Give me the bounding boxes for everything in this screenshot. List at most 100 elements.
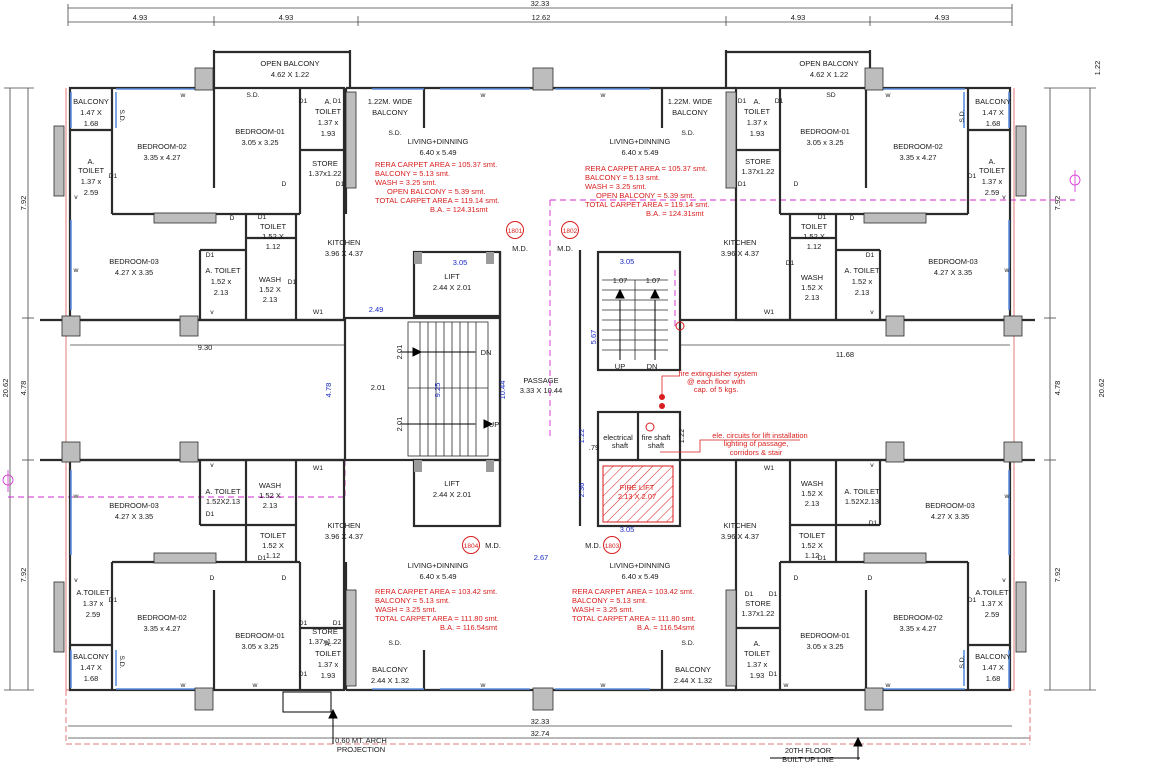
label-core-md: M.D.	[585, 541, 601, 550]
label-rera_top_right-l6: B.A. = 124.31smt	[646, 209, 705, 218]
label-rooms-a_toilet_193: 1.93	[321, 129, 336, 138]
label-rooms-a_toilet_137: 1.37 x	[318, 660, 339, 669]
label-tags-w: w	[1004, 493, 1010, 500]
label-top_dims-left_a: 4.93	[133, 13, 148, 22]
label-tags-d1: D1	[333, 620, 342, 627]
label-rooms-balcony: BALCONY	[975, 97, 1011, 106]
label-rooms-kitchen: KITCHEN	[724, 238, 757, 247]
label-rera_top_left-l1: RERA CARPET AREA = 105.37 smt.	[375, 160, 497, 169]
label-tags-d1: D1	[258, 555, 267, 562]
label-rooms-bedroom02: BEDROOM-02	[137, 142, 187, 151]
label-rooms-a_toilet_137: 1.37 x	[318, 118, 339, 127]
dim-total-top: 32.33	[531, 0, 550, 8]
label-rooms-balcony_dim: 1.47 X	[982, 108, 1004, 117]
staircase-left	[407, 321, 489, 457]
label-core_dims-d236: 2.36	[577, 483, 586, 498]
label-tags-d1: D1	[968, 173, 977, 180]
label-rera_bot_left-l2: BALCONY = 5.13 smt.	[375, 596, 450, 605]
label-rooms-store: STORE	[745, 599, 771, 608]
label-core_dims-d305b: 3.05	[620, 257, 635, 266]
label-tags-sd: S.D.	[959, 109, 966, 122]
label-side_dims-right_bot: 7.92	[1053, 568, 1062, 583]
label-tags-d1: D1	[769, 671, 778, 678]
label-rooms-open_balcony_dim: 4.62 X 1.22	[271, 70, 309, 79]
label-rooms-wash: WASH	[801, 273, 823, 282]
label-rooms-kitchen: KITCHEN	[328, 521, 361, 530]
label-notes-fire_ext_2: @ each floor with	[687, 377, 745, 386]
label-core_dims-d201a: 2.01	[395, 345, 404, 360]
dimension-lines	[4, 4, 1096, 739]
label-bottom_dims-outer: 32.74	[531, 729, 550, 738]
label-side_dims-right_mid: 4.78	[1053, 381, 1062, 396]
label-rooms-kitchen_dim: 3.96 X 4.37	[325, 249, 363, 258]
label-tags-d1: D1	[299, 98, 308, 105]
label-tags-w: w	[180, 682, 186, 689]
label-tags-d1: D1	[818, 555, 827, 562]
label-tags-d1: D1	[288, 279, 297, 286]
label-rooms-toilet: TOILET	[801, 222, 828, 231]
label-tags-d1: D1	[258, 214, 267, 221]
label-rera_top_left-l3: WASH = 3.25 smt.	[375, 178, 437, 187]
label-units-u1803: 1803	[605, 543, 620, 550]
label-rooms-bedroom02_dim: 3.35 x 4.27	[899, 153, 936, 162]
label-rooms-wide_balcony_2: BALCONY	[372, 108, 408, 117]
label-rooms-wide_balcony_1: 1.22M. WIDE	[368, 97, 413, 106]
plot-boundary	[65, 88, 1031, 745]
label-rooms-atoilet_152: 1.52 x	[211, 277, 232, 286]
label-core_dims-d305b: 3.05	[620, 525, 635, 534]
label-rera_bot_left-l4: TOTAL CARPET AREA = 111.80 smt.	[375, 614, 499, 623]
label-tags-v: v	[1002, 577, 1006, 584]
stair-arrows	[400, 288, 660, 429]
label-rooms-toilet_dim1: 1.52 X	[801, 541, 823, 550]
label-core_dims-d201c: 2.01	[395, 417, 404, 432]
label-tags-sd: S.D.	[388, 640, 401, 647]
label-tags-d1: D1	[206, 252, 215, 259]
label-tags-w1: W1	[313, 465, 323, 472]
label-rooms-a_toilet2: TOILET	[744, 649, 771, 658]
columns	[53, 67, 1027, 711]
label-core-lift2: LIFT	[444, 479, 460, 488]
label-tags-w: w	[885, 682, 891, 689]
label-side_dims-left_top: 7.92	[19, 196, 28, 211]
leader-lines	[660, 375, 800, 453]
label-rooms-bedroom03: BEDROOM-03	[928, 257, 978, 266]
label-tags-w: w	[480, 682, 486, 689]
label-rooms-bedroom02: BEDROOM-02	[893, 613, 943, 622]
label-tags-w: w	[1004, 267, 1010, 274]
label-rooms-bedroom01: BEDROOM-01	[235, 631, 285, 640]
label-core_dims-d930: 9.30	[198, 343, 213, 352]
label-notes-floor_1: 20TH FLOOR	[785, 746, 832, 755]
label-tags-sd: S.D.	[388, 130, 401, 137]
label-side_dims-left_full: 20.62	[1, 379, 10, 398]
label-tags-d1: D1	[299, 671, 308, 678]
label-tags-sd: S.D.	[959, 655, 966, 668]
label-notes-floor_2: BUILT UP LINE	[782, 755, 834, 764]
label-tags-d: D	[850, 215, 855, 222]
label-rooms-bedroom01: BEDROOM-01	[800, 631, 850, 640]
label-tags-sd: S.D.	[118, 109, 125, 122]
label-rooms-toilet_dim2: 1.12	[266, 242, 281, 251]
label-rooms-toilet_dim2: 1.12	[805, 551, 820, 560]
label-rooms-a_toilet2: TOILET	[315, 107, 342, 116]
label-core-md: M.D.	[557, 244, 573, 253]
label-tags-w: w	[600, 92, 606, 99]
fire-lift-hatch	[602, 465, 674, 523]
label-rera_top_left-l2: BALCONY = 5.13 smt.	[375, 169, 450, 178]
label-rooms-a_toilet_259: 2.59	[86, 610, 101, 619]
label-rooms-balcony_small: BALCONY	[372, 665, 408, 674]
label-core_dims-d79: .79	[589, 443, 599, 452]
label-top_dims-right_a: 4.93	[791, 13, 806, 22]
walls	[40, 50, 1035, 692]
label-rooms-a_toilet_193: 1.93	[750, 671, 765, 680]
label-tags-d1: D1	[866, 252, 875, 259]
label-rera_top_right-l4: OPEN BALCONY = 5.39 smt.	[596, 191, 694, 200]
label-tags-d1: D1	[818, 214, 827, 221]
label-side_dims-right_top: 7.92	[1053, 196, 1062, 211]
label-rooms-bedroom01: BEDROOM-01	[235, 127, 285, 136]
label-rooms-balcony: BALCONY	[73, 652, 109, 661]
label-side_dims-left_bot: 7.92	[19, 568, 28, 583]
label-rooms-bedroom01_dim: 3.05 x 3.25	[806, 138, 843, 147]
label-tags-d1: D1	[206, 511, 215, 518]
label-rooms-living: LIVING+DINNING	[610, 561, 671, 570]
label-rooms-living_dim: 6.40 x 5.49	[621, 148, 658, 157]
